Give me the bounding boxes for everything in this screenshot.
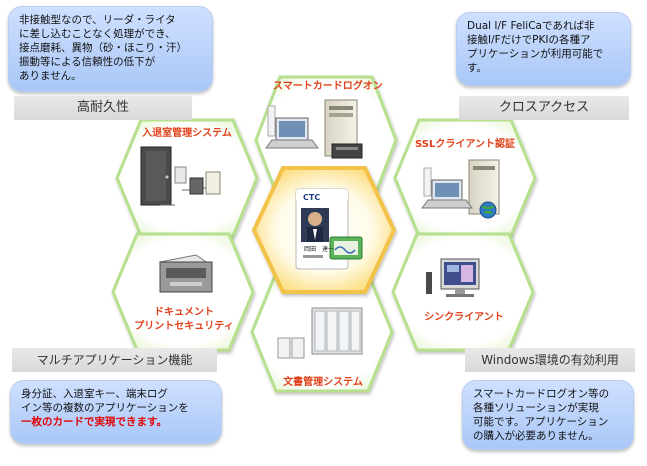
banner-windows: Windows環境の有効利用 xyxy=(465,348,635,372)
label-document-print-1: ドキュメント xyxy=(154,307,214,318)
callout-durability-line: に差し込むことなく処理ができ、 xyxy=(19,28,176,40)
callout-cross-access-line: 接触I/FだけでPKIの各種ア xyxy=(467,34,591,46)
callout-windows: スマートカードログオン等の 各種ソリューションが実現 可能です。アプリケーション… xyxy=(462,380,634,450)
callout-durability-line: ありません。 xyxy=(19,70,82,82)
document-cabinet-image xyxy=(277,307,363,359)
banner-cross-access: クロスアクセス xyxy=(459,96,629,120)
callout-cross-access-line: Dual I/F FeliCaであれば非 xyxy=(467,20,595,32)
callout-windows-line: の購入が必要ありません。 xyxy=(473,430,599,442)
id-card-image xyxy=(295,188,363,270)
hex-center xyxy=(251,166,397,294)
label-access-control: 入退室管理システム xyxy=(142,128,232,139)
label-ssl-auth: SSLクライアント認証 xyxy=(415,139,515,150)
callout-multi-app-highlight: 一枚のカードで実現できます。 xyxy=(21,416,167,428)
printer-image xyxy=(158,254,214,293)
thin-client-image xyxy=(426,258,480,297)
callout-multi-app-line: 身分証、入退室キー、端末ログ xyxy=(21,388,168,400)
callout-cross-access-line: プリケーションが利用可能で xyxy=(467,48,604,60)
callout-cross-access-line: す。 xyxy=(467,62,487,74)
callout-windows-line: 各種ソリューションが実現 xyxy=(473,402,599,414)
label-thin-client: シンクライアント xyxy=(424,312,504,323)
banner-durability: 高耐久性 xyxy=(14,96,192,120)
callout-durability-line: 非接触型なので、リーダ・ライタ xyxy=(19,14,176,26)
callout-durability: 非接触型なので、リーダ・ライタ に差し込むことなく処理ができ、 接点磨耗、異物（… xyxy=(8,6,213,92)
label-document-print-2: プリントセキュリティ xyxy=(134,321,234,332)
ssl-auth-image xyxy=(421,159,500,219)
label-smartcard-logon: スマートカードログオン xyxy=(273,81,383,92)
callout-multi-app-line: イン等の複数のアプリケーションを xyxy=(21,402,189,414)
card-logo: CTC xyxy=(303,193,321,202)
callout-windows-line: 可能です。アプリケーション xyxy=(473,416,609,428)
card-name: 岡田 達一 xyxy=(304,246,335,253)
label-document-management: 文書管理システム xyxy=(283,377,363,388)
smartcard-logon-image xyxy=(265,99,363,159)
callout-durability-line: 振動等による信頼性の低下が xyxy=(19,56,156,68)
callout-multi-application: 身分証、入退室キー、端末ログ イン等の複数のアプリケーションを 一枚のカードで実… xyxy=(10,380,222,444)
callout-windows-line: スマートカードログオン等の xyxy=(473,388,610,400)
callout-durability-line: 接点磨耗、異物（砂・ほこり・汗） xyxy=(19,42,187,54)
banner-multi-application: マルチアプリケーション機能 xyxy=(12,348,217,372)
access-control-image xyxy=(140,146,221,206)
callout-cross-access: Dual I/F FeliCaであれば非 接触I/FだけでPKIの各種ア プリケ… xyxy=(456,12,631,86)
